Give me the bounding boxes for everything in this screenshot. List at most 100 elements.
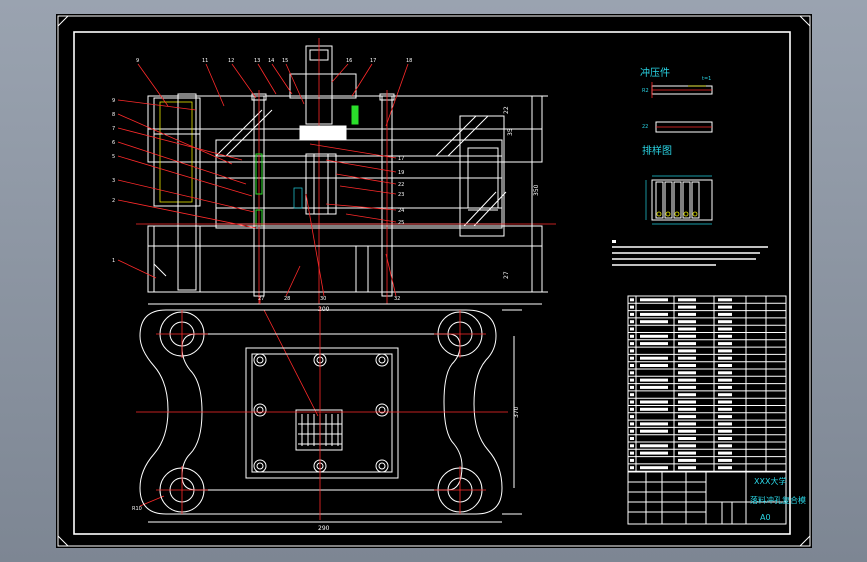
drawing-sheet: 350 22 27 35 200 (56, 14, 812, 548)
svg-text:6: 6 (112, 140, 115, 146)
parts-list-cell (678, 451, 696, 455)
parts-list-cell (640, 356, 668, 360)
parts-list-cell (678, 364, 696, 367)
parts-list-cell (630, 320, 634, 324)
svg-text:8: 8 (112, 112, 115, 118)
parts-list-cell (630, 415, 634, 419)
parts-list-cell (718, 327, 732, 331)
svg-text:14: 14 (268, 58, 274, 64)
svg-text:1: 1 (112, 258, 115, 264)
parts-list-cell (718, 429, 732, 433)
parts-list-cell (640, 466, 668, 470)
parts-list-cell (678, 305, 696, 309)
parts-list-cell (640, 364, 668, 367)
title-block: XXX大学 落料冲孔复合模 A0 (627, 471, 806, 525)
parts-list-cell (718, 342, 732, 346)
parts-list-cell (678, 349, 696, 353)
parts-list-cell (678, 422, 696, 426)
parts-list-cell (630, 298, 634, 302)
parts-list-cell (630, 444, 634, 448)
parts-list-cell (718, 415, 732, 419)
dim-overall-width: 290 (318, 525, 330, 532)
parts-list-cell (630, 422, 634, 426)
parts-list-cell (630, 429, 634, 433)
corner-mark-tr (799, 15, 811, 27)
svg-text:9: 9 (112, 98, 115, 104)
svg-text:35: 35 (507, 128, 514, 136)
parts-list-cell (678, 437, 696, 440)
parts-list-cell (678, 298, 696, 302)
drawing-name: 落料冲孔复合模 (750, 495, 806, 505)
parts-list-cell (718, 305, 732, 309)
parts-list-cell (630, 385, 634, 389)
front-section-view: 350 22 27 35 200 (136, 38, 556, 313)
svg-text:9: 9 (136, 58, 139, 64)
parts-list-cell (640, 444, 668, 448)
parts-list-cell (640, 422, 668, 426)
parts-list-cell (718, 393, 732, 397)
outer-frame (57, 15, 811, 547)
svg-text:12: 12 (228, 58, 234, 64)
layout-view-label: 排样图 (642, 144, 672, 157)
parts-list-cell (630, 407, 634, 411)
svg-text:3: 3 (112, 178, 115, 184)
corner-mark-br (799, 535, 811, 547)
dim-height-right: 350 (533, 184, 540, 196)
parts-list-cell (630, 305, 634, 309)
parts-list-cell (640, 407, 668, 411)
parts-list-cell (718, 349, 732, 353)
svg-text:R2: R2 (642, 88, 649, 94)
parts-list-cell (640, 451, 668, 455)
parts-list-cell (630, 378, 634, 382)
parts-list-cell (630, 327, 634, 331)
parts-list-cell (678, 327, 696, 331)
strip-layout: 22 排样图 (642, 121, 713, 225)
parts-list-cell (678, 444, 696, 448)
parts-list-cell (718, 400, 732, 404)
parts-list-cell (640, 429, 668, 433)
part-view-label: 冲压件 (640, 66, 670, 79)
drawing-canvas: 350 22 27 35 200 (57, 15, 811, 547)
parts-list-cell (718, 422, 732, 426)
parts-list-cell (718, 444, 732, 448)
svg-text:24: 24 (398, 208, 404, 214)
svg-text:22: 22 (398, 182, 404, 188)
svg-text:30: 30 (320, 296, 326, 302)
parts-list-cell (718, 458, 732, 462)
school-name: XXX大学 (754, 476, 786, 486)
parts-list-cell (718, 320, 732, 324)
parts-list-cell (678, 407, 696, 411)
parts-list-cell (718, 298, 732, 302)
parts-list-cell (630, 349, 634, 353)
parts-list-cell (718, 466, 732, 470)
parts-list-cell (630, 393, 634, 397)
parts-list-cell (718, 407, 732, 411)
technical-notes (612, 240, 768, 266)
parts-list-cell (718, 334, 732, 338)
parts-list (627, 295, 787, 473)
corner-mark-bl (57, 535, 69, 547)
parts-list-cell (640, 385, 668, 389)
part-drawing: 冲压件 t=1 R2 (640, 66, 713, 98)
parts-list-cell (718, 364, 732, 367)
svg-text:11: 11 (202, 58, 208, 64)
parts-list-cell (678, 334, 696, 338)
svg-text:22: 22 (503, 106, 510, 114)
svg-text:7: 7 (112, 126, 115, 132)
inner-frame (73, 31, 791, 535)
parts-list-cell (630, 451, 634, 455)
parts-list-cell (718, 312, 732, 316)
parts-list-cell (630, 400, 634, 404)
parts-list-cell (630, 364, 634, 367)
parts-list-cell (630, 342, 634, 346)
parts-list-cell (678, 393, 696, 397)
parts-list-cell (640, 378, 668, 382)
parts-list-cell (640, 334, 668, 338)
svg-text:18: 18 (406, 58, 412, 64)
parts-list-cell (678, 429, 696, 433)
parts-list-cell (630, 356, 634, 360)
svg-text:t=1: t=1 (702, 76, 711, 82)
parts-list-cell (718, 356, 732, 360)
parts-list-cell (678, 415, 696, 419)
